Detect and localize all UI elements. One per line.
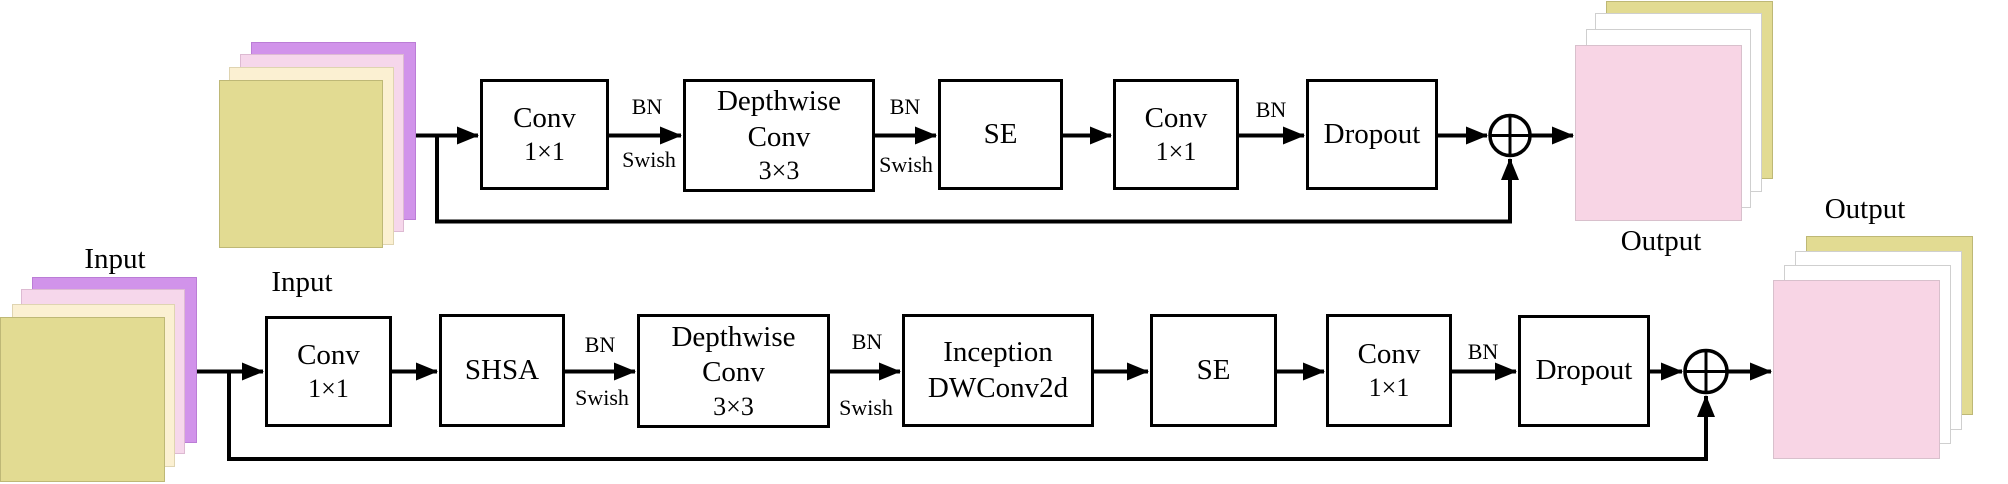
feature-map-layer-pink	[1575, 45, 1742, 221]
block-top-dropout: Dropout	[1306, 79, 1438, 190]
edge-label-bn: BN	[889, 94, 921, 119]
block-bottom-depthwise-conv: Depthwise Conv 3×3	[637, 314, 830, 428]
feature-map-layer-yellow	[219, 80, 383, 248]
edge-label-bn: BN	[631, 94, 663, 119]
block-top-conv1x1-project: Conv 1×1	[1113, 79, 1239, 190]
residual-connection-bottom	[227, 371, 1715, 461]
block-top-se: SE	[938, 79, 1063, 190]
block-bottom-shsa: SHSA	[439, 314, 565, 427]
output-label-bottom: Output	[1824, 193, 1906, 225]
output-label-top: Output	[1620, 225, 1702, 257]
input-label-bottom: Input	[84, 243, 146, 275]
edge-label-bn: BN	[1467, 339, 1499, 364]
edge-label-bn: BN	[1255, 97, 1287, 122]
feature-map-layer-yellow	[0, 317, 165, 482]
input-label-top: Input	[271, 266, 333, 298]
add-icon	[1683, 348, 1729, 395]
edge-label-bn: BN	[851, 329, 883, 354]
block-bottom-conv1x1-project: Conv 1×1	[1326, 314, 1452, 427]
block-top-depthwise-conv: Depthwise Conv 3×3	[683, 79, 875, 192]
edge-label-swish: Swish	[622, 147, 676, 172]
block-top-conv1x1-expand: Conv 1×1	[480, 79, 609, 190]
edge-label-swish: Swish	[575, 385, 629, 410]
block-bottom-dropout: Dropout	[1518, 315, 1650, 427]
block-bottom-conv1x1-expand: Conv 1×1	[265, 316, 392, 427]
edge-label-swish: Swish	[839, 395, 893, 420]
feature-map-layer-pink	[1773, 280, 1940, 459]
block-bottom-inception-dwconv2d: Inception DWConv2d	[902, 314, 1094, 427]
residual-connection-top	[435, 135, 1519, 224]
edge-label-swish: Swish	[879, 152, 933, 177]
block-bottom-se: SE	[1150, 314, 1277, 427]
edge-label-bn: BN	[584, 332, 616, 357]
add-icon	[1488, 113, 1532, 158]
